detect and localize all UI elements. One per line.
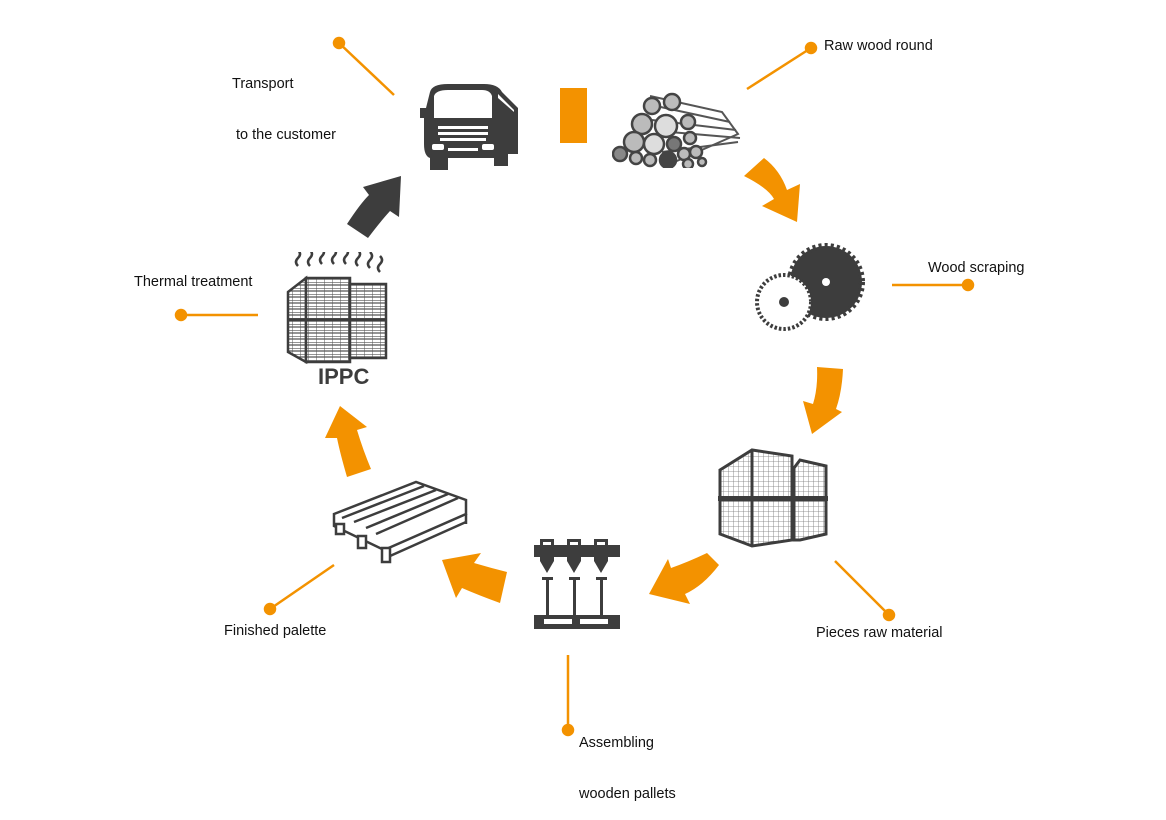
connector-scraping xyxy=(892,278,975,292)
pallet-icon xyxy=(332,480,468,564)
log-pile-icon xyxy=(612,92,744,168)
label-thermal: Thermal treatment xyxy=(134,274,253,290)
saw-blade-icon xyxy=(750,242,870,334)
label-assembling-line2: wooden pallets xyxy=(579,786,676,802)
connector-thermal xyxy=(174,308,258,322)
ippc-badge: IPPC xyxy=(318,364,369,389)
connector-raw-wood xyxy=(746,41,818,91)
truck-icon xyxy=(418,82,522,174)
arrow-assembling-to-finished xyxy=(442,553,507,603)
connector-layer xyxy=(174,36,975,737)
connector-assembling xyxy=(561,655,575,737)
connector-finished xyxy=(263,563,335,616)
label-pieces: Pieces raw material xyxy=(816,625,943,641)
arrow-thermal-to-transport xyxy=(347,176,401,238)
connector-pieces xyxy=(834,560,896,622)
connector-transport xyxy=(332,36,395,96)
label-transport-line2: to the customer xyxy=(232,127,336,143)
label-finished: Finished palette xyxy=(224,623,327,639)
arrow-raw-to-scraping xyxy=(744,158,800,222)
arrow-pieces-to-assembling xyxy=(649,553,719,604)
arrow-scraping-to-pieces xyxy=(803,367,843,434)
label-transport-line1: Transport xyxy=(232,76,294,92)
label-scraping: Wood scraping xyxy=(928,260,1025,276)
arrow-finished-to-thermal xyxy=(325,406,371,477)
heat-treated-pallets-icon: IPPC xyxy=(284,252,390,390)
label-transport: Transport to the customer xyxy=(232,42,336,161)
label-assembling-line1: Assembling xyxy=(579,735,654,751)
label-raw-wood: Raw wood round xyxy=(824,38,933,54)
label-assembling: Assembling wooden pallets xyxy=(579,701,676,820)
lumber-stack-icon xyxy=(718,446,830,550)
flow-bar-transport-to-raw xyxy=(560,88,587,143)
nail-gun-icon xyxy=(532,537,620,631)
